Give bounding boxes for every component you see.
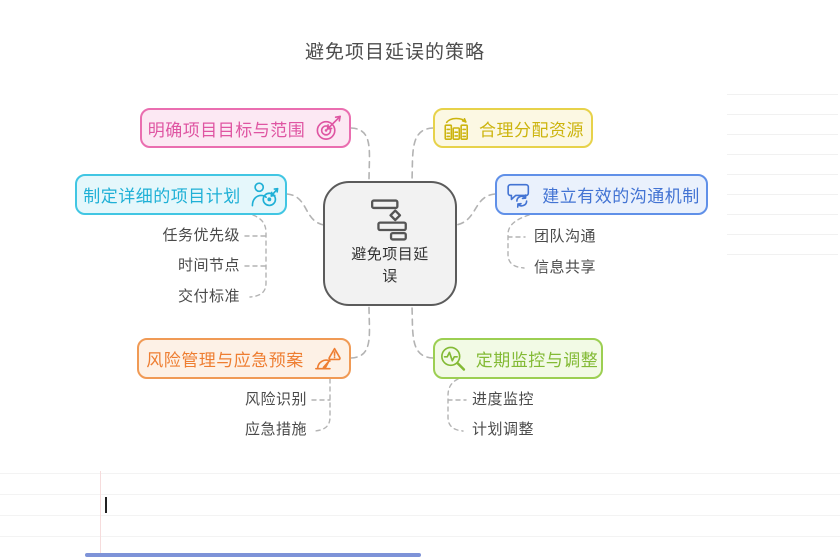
connector-monitoring [411, 305, 434, 359]
gantt-chart-icon [370, 198, 407, 241]
gauge-warning-icon [314, 347, 341, 370]
horizontal-scrollbar-thumb[interactable] [85, 553, 421, 557]
connector-communication-children [507, 214, 530, 269]
margin-line [100, 471, 101, 557]
leaf-node-team-communication[interactable]: 团队沟通 [534, 228, 597, 245]
monitor-pulse-icon [440, 346, 465, 371]
branch-node-label: 合理分配资源 [479, 120, 584, 140]
connector-resources [411, 127, 434, 182]
ruled-lines-right [727, 94, 838, 256]
branch-node-communication[interactable]: 建立有效的沟通机制 [495, 174, 708, 215]
connector-risk-children [311, 378, 331, 432]
branch-node-monitoring[interactable]: 定期监控与调整 [433, 338, 603, 379]
ruled-lines-bottom [0, 473, 840, 557]
resource-allocation-icon [444, 117, 468, 140]
leaf-node-emergency-measures[interactable]: 应急措施 [244, 421, 307, 438]
branch-node-goals[interactable]: 明确项目目标与范围 [140, 108, 351, 148]
branch-node-label: 制定详细的项目计划 [83, 187, 241, 206]
connector-communication [455, 193, 496, 226]
branch-node-label: 明确项目目标与范围 [147, 120, 306, 140]
connector-monitoring-children [447, 378, 467, 432]
connector-risk [350, 305, 371, 359]
chat-sync-icon [507, 183, 530, 208]
branch-node-plan[interactable]: 制定详细的项目计划 [75, 174, 287, 215]
leaf-node-risk-identification[interactable]: 风险识别 [244, 391, 307, 408]
leaf-node-task-priority[interactable]: 任务优先级 [162, 227, 240, 244]
branch-node-label: 风险管理与应急预案 [146, 351, 304, 370]
leaf-node-progress-monitoring[interactable]: 进度监控 [472, 391, 535, 408]
leaf-node-milestones[interactable]: 时间节点 [177, 257, 240, 274]
root-node-label: 避免项目延误 [351, 245, 429, 286]
text-cursor [105, 497, 107, 513]
leaf-node-plan-adjustment[interactable]: 计划调整 [472, 421, 535, 438]
branch-node-label: 建立有效的沟通机制 [542, 187, 700, 206]
connector-goals [350, 127, 371, 182]
target-dart-icon [316, 115, 342, 140]
connector-plan [286, 193, 325, 226]
mindmap-root-node[interactable]: 避免项目延误 [323, 181, 457, 306]
diagram-title: 避免项目延误的策略 [304, 42, 485, 63]
branch-node-resources[interactable]: 合理分配资源 [433, 108, 593, 148]
branch-node-label: 定期监控与调整 [475, 351, 599, 370]
leaf-node-delivery-standards[interactable]: 交付标准 [177, 288, 240, 305]
leaf-node-info-sharing[interactable]: 信息共享 [534, 259, 597, 276]
branch-node-risk[interactable]: 风险管理与应急预案 [137, 338, 351, 379]
connector-plan-children [244, 214, 267, 298]
person-target-icon [251, 182, 279, 207]
